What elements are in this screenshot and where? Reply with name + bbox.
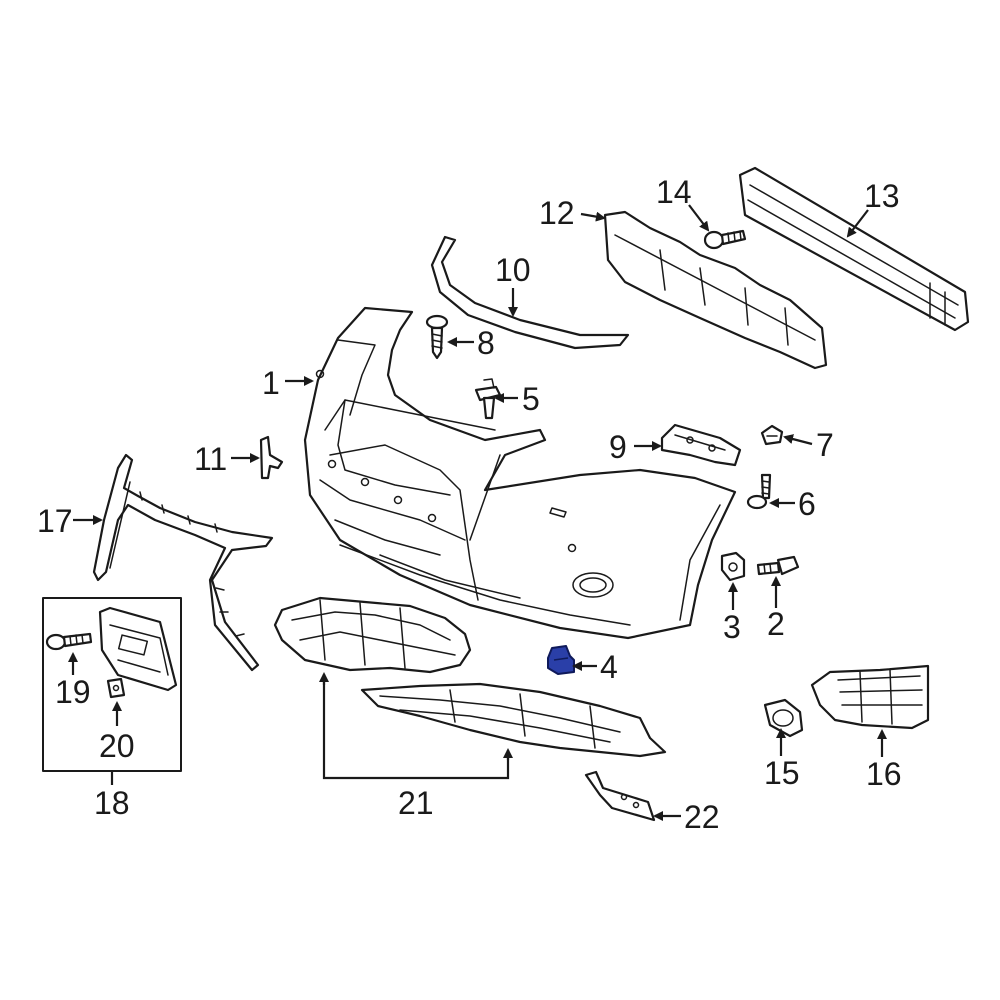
callout-5: 5 bbox=[522, 381, 540, 417]
part-21-under-cover-lower[interactable] bbox=[360, 682, 667, 758]
callout-21: 21 bbox=[398, 785, 434, 821]
callout-7: 7 bbox=[816, 427, 834, 463]
callout-4: 4 bbox=[600, 649, 618, 685]
part-20-nut[interactable] bbox=[106, 677, 126, 699]
callout-13: 13 bbox=[864, 178, 900, 214]
callout-15: 15 bbox=[764, 755, 800, 791]
leader-lines bbox=[68, 204, 887, 821]
callout-labels: 1 2 3 4 5 6 7 8 9 10 11 12 13 14 15 16 1… bbox=[37, 174, 902, 835]
part-11-side-bracket[interactable] bbox=[259, 435, 284, 480]
part-13-reinforcement-beam[interactable] bbox=[738, 166, 970, 332]
part-14-bolt[interactable] bbox=[703, 229, 747, 250]
callout-10: 10 bbox=[495, 252, 531, 288]
callout-3: 3 bbox=[723, 609, 741, 645]
callout-16: 16 bbox=[866, 756, 902, 792]
callout-6: 6 bbox=[798, 486, 816, 522]
callout-22: 22 bbox=[684, 799, 720, 835]
part-19-screw[interactable] bbox=[45, 632, 93, 651]
part-8-screw[interactable] bbox=[425, 314, 449, 360]
part-17-side-retainer[interactable] bbox=[92, 453, 274, 672]
part-21-under-cover-upper[interactable] bbox=[273, 596, 472, 674]
part-7-clip[interactable] bbox=[760, 424, 784, 446]
part-5-clip[interactable] bbox=[474, 378, 502, 420]
part-12-energy-absorber[interactable] bbox=[603, 210, 828, 370]
part-9-retainer-bracket[interactable] bbox=[660, 423, 742, 467]
part-18-license-bracket-group[interactable] bbox=[42, 597, 182, 772]
part-22-lower-bracket[interactable] bbox=[584, 770, 656, 822]
callout-11: 11 bbox=[194, 441, 227, 477]
callout-18: 18 bbox=[94, 785, 130, 821]
callout-9: 9 bbox=[609, 429, 627, 465]
callout-20: 20 bbox=[99, 728, 135, 764]
callout-12: 12 bbox=[539, 195, 575, 231]
callout-19: 19 bbox=[55, 674, 91, 710]
callout-2: 2 bbox=[767, 606, 785, 642]
part-16-lamp-bracket[interactable] bbox=[810, 664, 930, 730]
part-2-screw[interactable] bbox=[756, 555, 800, 576]
callout-17: 17 bbox=[37, 503, 73, 539]
part-15-fog-lamp-ring[interactable] bbox=[763, 698, 804, 738]
callout-14: 14 bbox=[656, 174, 692, 210]
part-6-bolt[interactable] bbox=[746, 473, 772, 510]
callout-8: 8 bbox=[477, 325, 495, 361]
callout-1: 1 bbox=[262, 365, 280, 401]
part-3-nut-clip[interactable] bbox=[720, 551, 746, 582]
part-4-retainer-clip-highlighted[interactable] bbox=[547, 645, 575, 675]
part-10-upper-retainer[interactable] bbox=[430, 235, 630, 350]
part-1-bumper-cover[interactable] bbox=[303, 306, 737, 640]
